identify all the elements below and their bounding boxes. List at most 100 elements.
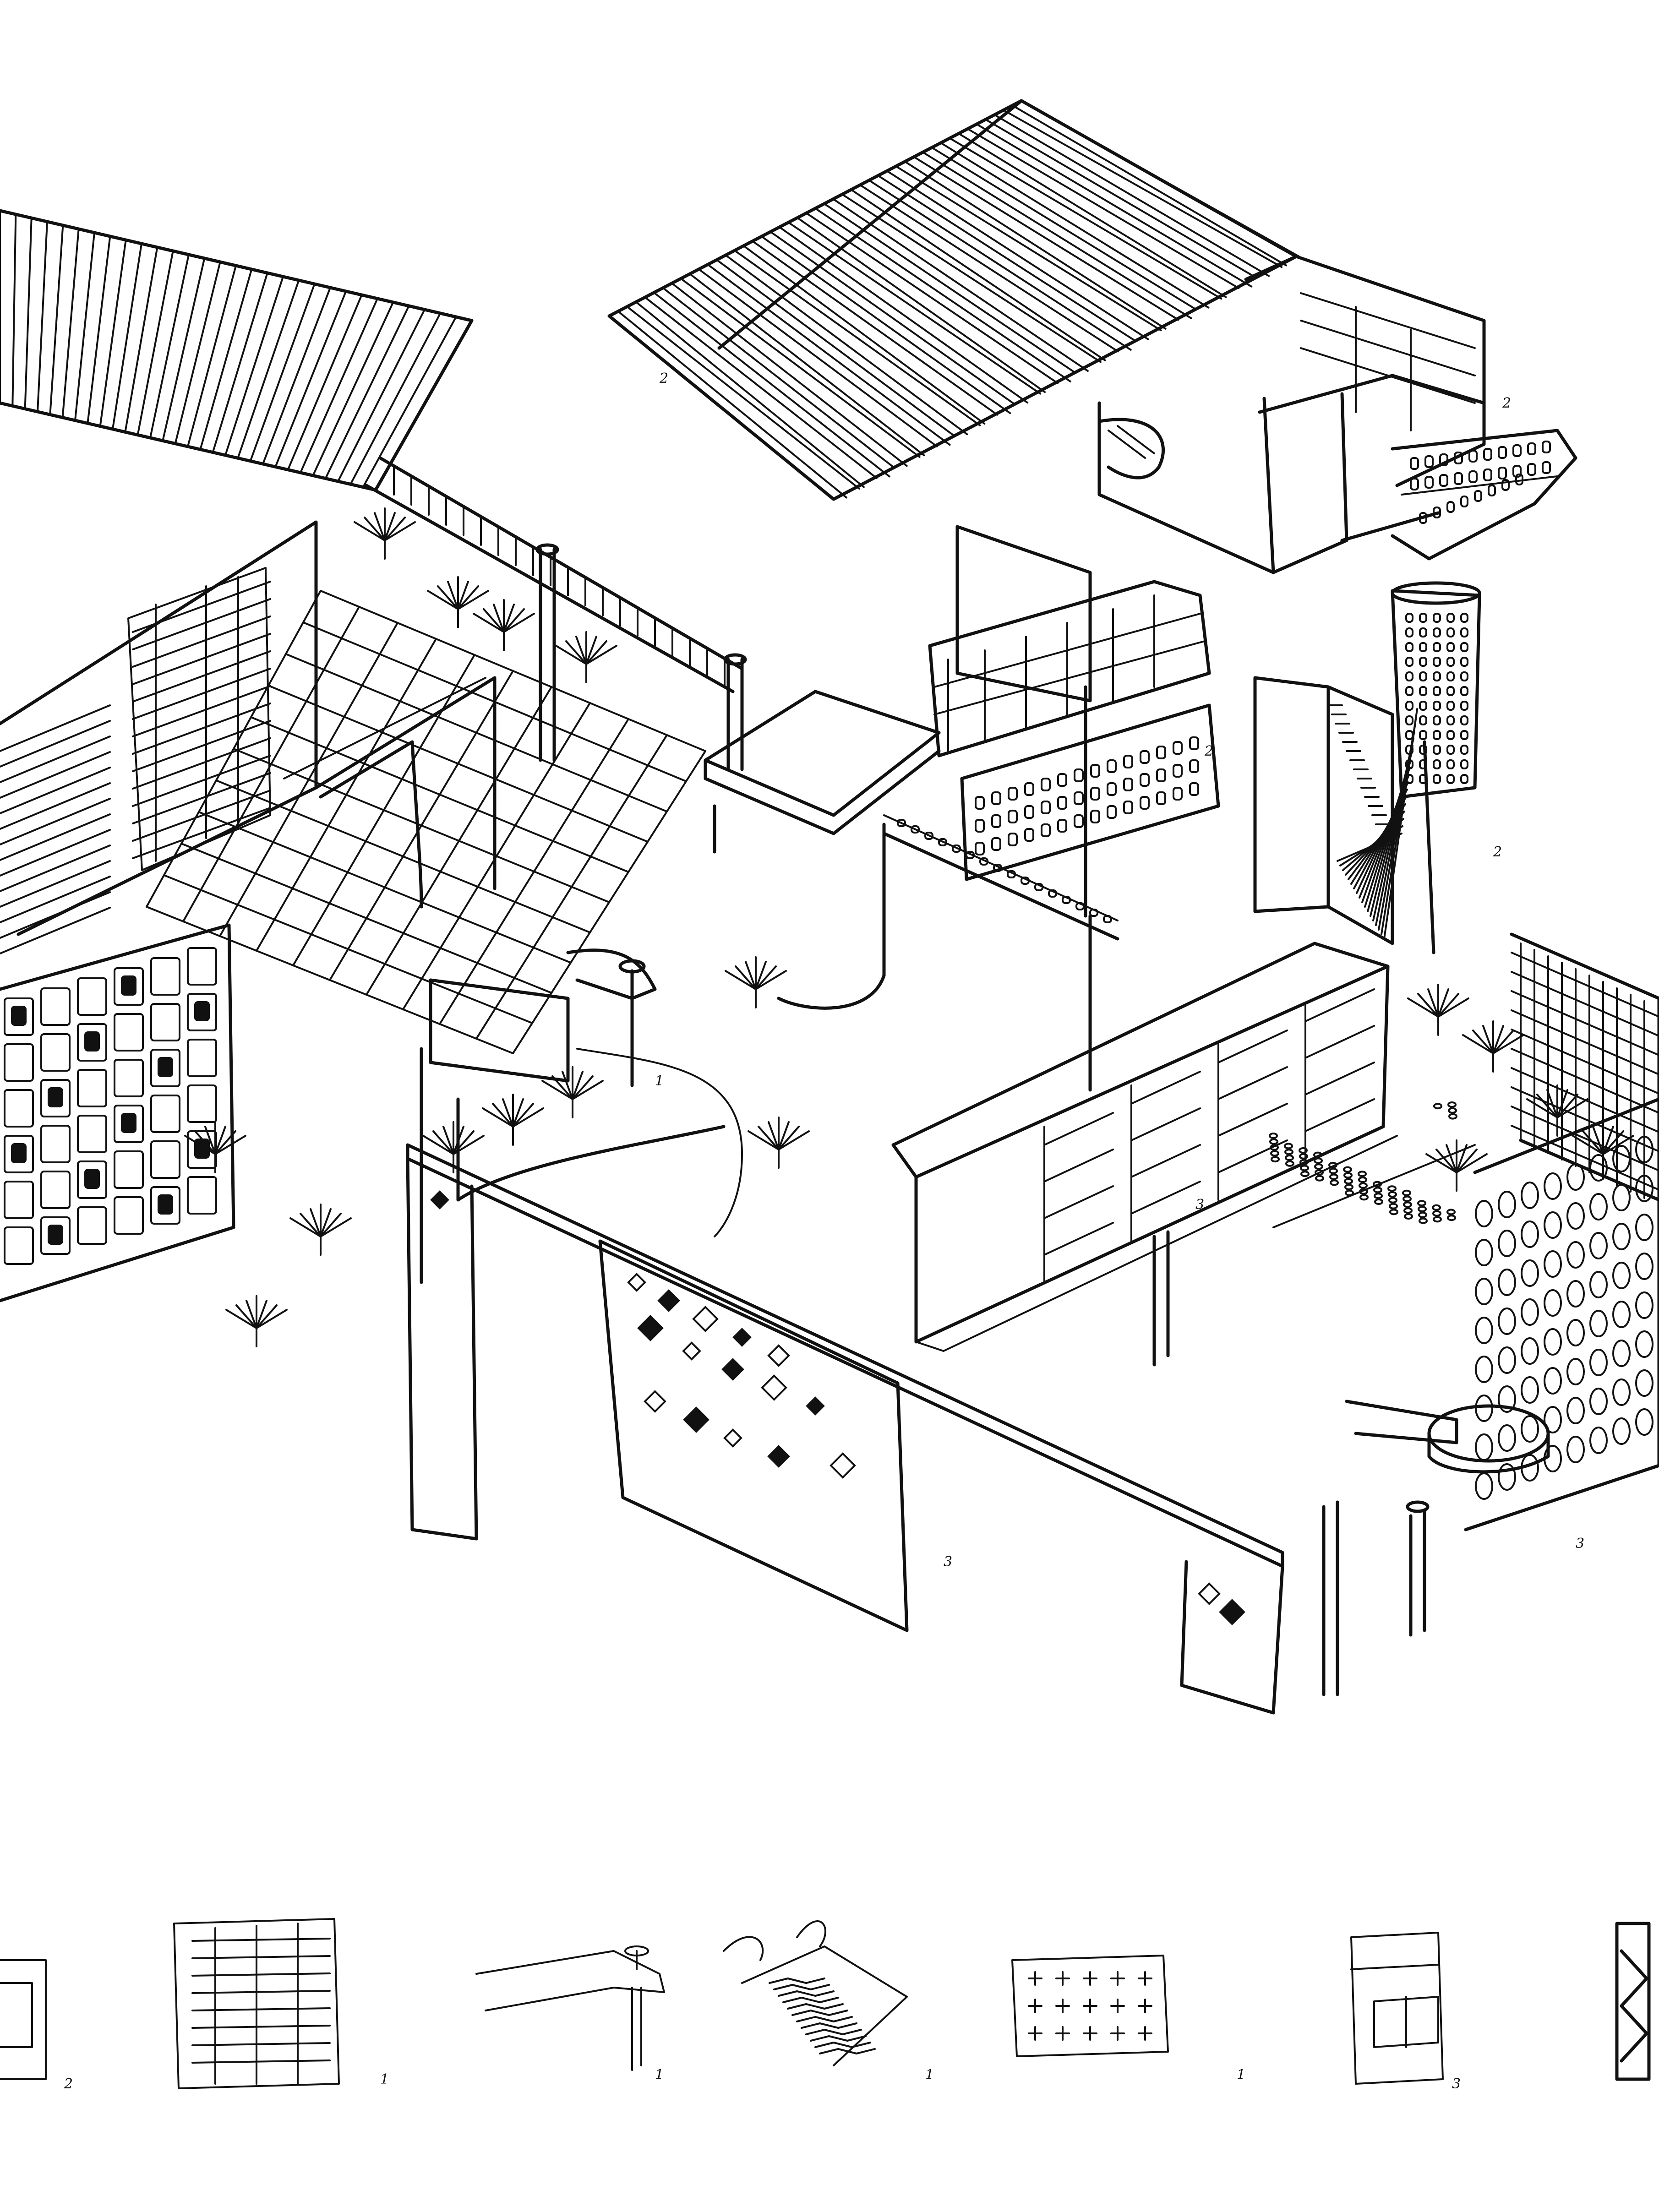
sketch-stroke — [755, 961, 767, 990]
sketch-stroke — [503, 608, 525, 633]
sketch-stroke — [235, 1304, 257, 1329]
sketch-block — [187, 1084, 217, 1123]
lattice-opening — [1635, 1369, 1654, 1397]
sketch-stroke — [814, 1990, 835, 1997]
sketch-stroke — [778, 1130, 810, 1150]
sketch-stroke — [132, 685, 271, 737]
detail-planter-floor: 1 — [723, 1920, 934, 2083]
wall-perforation — [830, 1452, 856, 1479]
pebble — [1299, 1153, 1308, 1160]
sketch-stroke — [136, 250, 174, 436]
detail-label-6: 3 — [1452, 2076, 1461, 2092]
sketch-stroke — [1437, 997, 1469, 1018]
lattice-opening — [1635, 1291, 1654, 1319]
sketch-stroke — [585, 645, 617, 665]
upper-room — [1097, 255, 1577, 574]
sketch-stroke — [132, 720, 271, 772]
pebble — [1432, 1210, 1441, 1217]
sketch-stroke — [1427, 988, 1439, 1018]
sketch-block — [1024, 805, 1034, 819]
sketch-block — [1501, 479, 1510, 491]
lattice-opening — [1589, 1232, 1608, 1259]
sketch-stroke — [760, 235, 1011, 414]
sketch-block — [1460, 774, 1468, 784]
sketch-stroke — [375, 320, 473, 491]
sketch-stroke — [1462, 1034, 1494, 1054]
sketch-block — [911, 825, 920, 834]
detail-tall-window: 1 — [173, 1918, 389, 2089]
label-front-wall: 3 — [944, 1554, 952, 1570]
lattice-opening — [1521, 1415, 1539, 1443]
sketch-block — [11, 1143, 27, 1163]
sketch-block — [1446, 774, 1455, 784]
sketch-block — [1460, 613, 1468, 623]
sketch-stroke — [1511, 952, 1659, 1018]
lattice-opening — [1635, 1408, 1654, 1436]
pebble — [1358, 1171, 1367, 1177]
sketch-stroke — [187, 265, 237, 447]
sketch-stroke — [742, 245, 986, 425]
sketch-stroke — [362, 316, 457, 488]
sketch-stroke — [453, 1135, 485, 1155]
sketch-stroke — [432, 1130, 454, 1155]
lattice-opening — [1498, 1230, 1516, 1257]
sketch-block — [975, 796, 985, 810]
lattice-opening — [1589, 1154, 1608, 1182]
lattice-opening — [1521, 1182, 1539, 1209]
sketch-stroke — [842, 2029, 862, 2035]
sketch-block — [1433, 730, 1441, 740]
sketch-stroke — [1556, 1094, 1578, 1118]
sketch-stroke — [778, 1121, 790, 1150]
lattice-opening — [1521, 1259, 1539, 1287]
sketch-block — [1433, 657, 1441, 667]
sketch-stroke — [680, 278, 921, 458]
sketch-block — [1090, 810, 1100, 823]
back-parapet — [365, 456, 747, 771]
sketch-stroke — [851, 2042, 871, 2048]
wall-perforation — [682, 1341, 701, 1361]
lattice-opening — [1612, 1340, 1631, 1367]
sketch-stroke — [384, 512, 396, 541]
sketch-stroke — [274, 290, 347, 468]
sketch-block — [1089, 909, 1098, 917]
sketch-stroke — [366, 686, 552, 996]
sketch-stroke — [1437, 993, 1459, 1018]
sketch-block — [1107, 805, 1117, 819]
sketch-stroke — [320, 1213, 342, 1237]
sketch-stroke — [149, 254, 190, 439]
sketch-stroke — [453, 1130, 475, 1155]
sketch-block — [1446, 642, 1455, 652]
sketch-block — [1446, 730, 1455, 740]
central-canopy — [704, 690, 1119, 1092]
sketch-block — [77, 977, 107, 1016]
pebble — [1343, 1172, 1353, 1179]
lattice-opening — [1612, 1223, 1631, 1250]
sketch-block — [1542, 441, 1551, 453]
sketch-block — [1173, 787, 1183, 801]
sketch-stroke — [483, 608, 505, 633]
sketch-block — [4, 1135, 34, 1173]
wall-perforation — [767, 1445, 790, 1468]
sketch-stroke — [191, 2007, 331, 2011]
sketch-block — [1460, 745, 1468, 755]
sketch-block — [979, 857, 988, 866]
sketch-block — [1173, 741, 1183, 755]
pebble — [1344, 1178, 1353, 1185]
sketch-block — [1439, 474, 1448, 487]
sketch-block — [1433, 701, 1441, 711]
sketch-block — [1460, 642, 1468, 652]
sketch-block — [1008, 810, 1018, 823]
sketch-stroke — [617, 310, 847, 499]
sketch-block — [1156, 746, 1166, 759]
sketch-stroke — [503, 604, 515, 633]
sketch-block — [40, 987, 71, 1026]
sketch-block — [1419, 613, 1427, 623]
sketch-block — [1446, 686, 1455, 696]
sketch-block — [121, 1113, 136, 1133]
sketch-stroke — [1043, 1112, 1114, 1146]
pebble — [1388, 1191, 1397, 1198]
sketch-stroke — [733, 249, 981, 426]
pebble — [1300, 1165, 1309, 1171]
pebble — [1447, 1215, 1456, 1221]
lattice-opening — [1475, 1395, 1493, 1422]
